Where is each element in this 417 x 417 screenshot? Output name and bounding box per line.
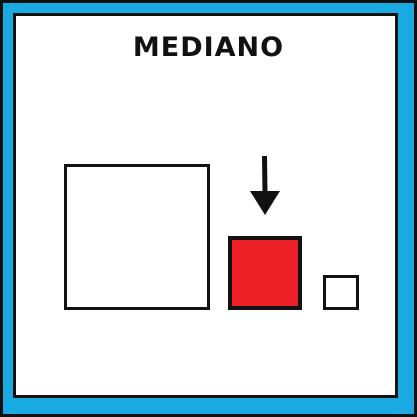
large-square [64,164,210,310]
small-square [323,275,359,310]
pictogram-title: MEDIANO [132,32,285,63]
medium-square-highlighted [228,236,302,310]
arrow-down-icon [250,155,280,215]
